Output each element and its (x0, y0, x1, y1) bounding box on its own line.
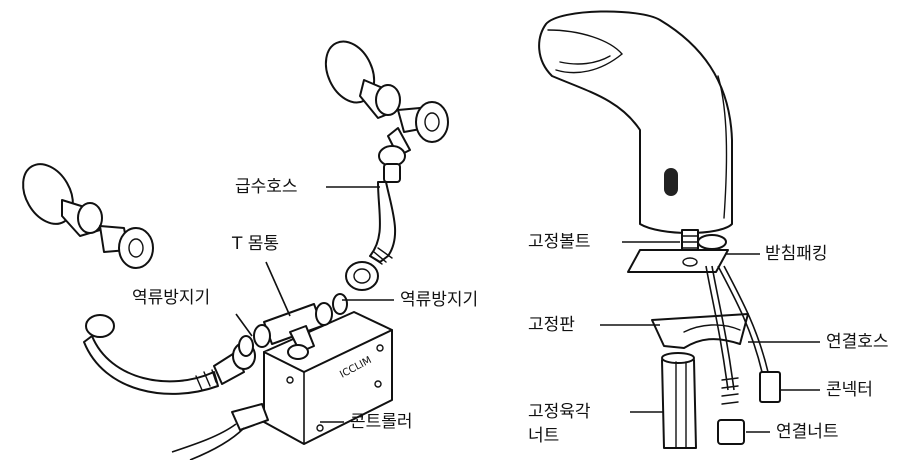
label-fixing-plate: 고정판 (528, 315, 575, 335)
label-supply-hose: 급수호스 (235, 177, 298, 197)
label-check-valve-left: 역류방지기 (132, 288, 211, 308)
controller-box (171, 293, 393, 460)
supply-hose-right (345, 145, 406, 291)
angle-valve-left (22, 163, 154, 269)
label-hex-nut-1: 고정육각 (528, 402, 591, 422)
label-controller: 콘트롤러 (350, 412, 413, 432)
label-support-packing: 받침패킹 (765, 244, 828, 264)
leader-lines (235, 186, 820, 433)
label-hex-nut-2: 너트 (528, 426, 560, 446)
label-connection-hose: 연결호스 (826, 332, 889, 352)
angle-valve-upper (324, 40, 449, 157)
faucet-spout (538, 10, 733, 234)
label-fixing-bolt: 고정볼트 (528, 232, 591, 252)
supply-hose-left (83, 314, 256, 395)
label-t-body: T 몸통 (232, 234, 280, 254)
label-connector: 콘넥터 (826, 380, 873, 400)
label-connection-nut: 연결너트 (776, 422, 839, 442)
mounting-hardware (627, 229, 781, 449)
label-check-valve-right: 역류방지기 (400, 290, 479, 310)
